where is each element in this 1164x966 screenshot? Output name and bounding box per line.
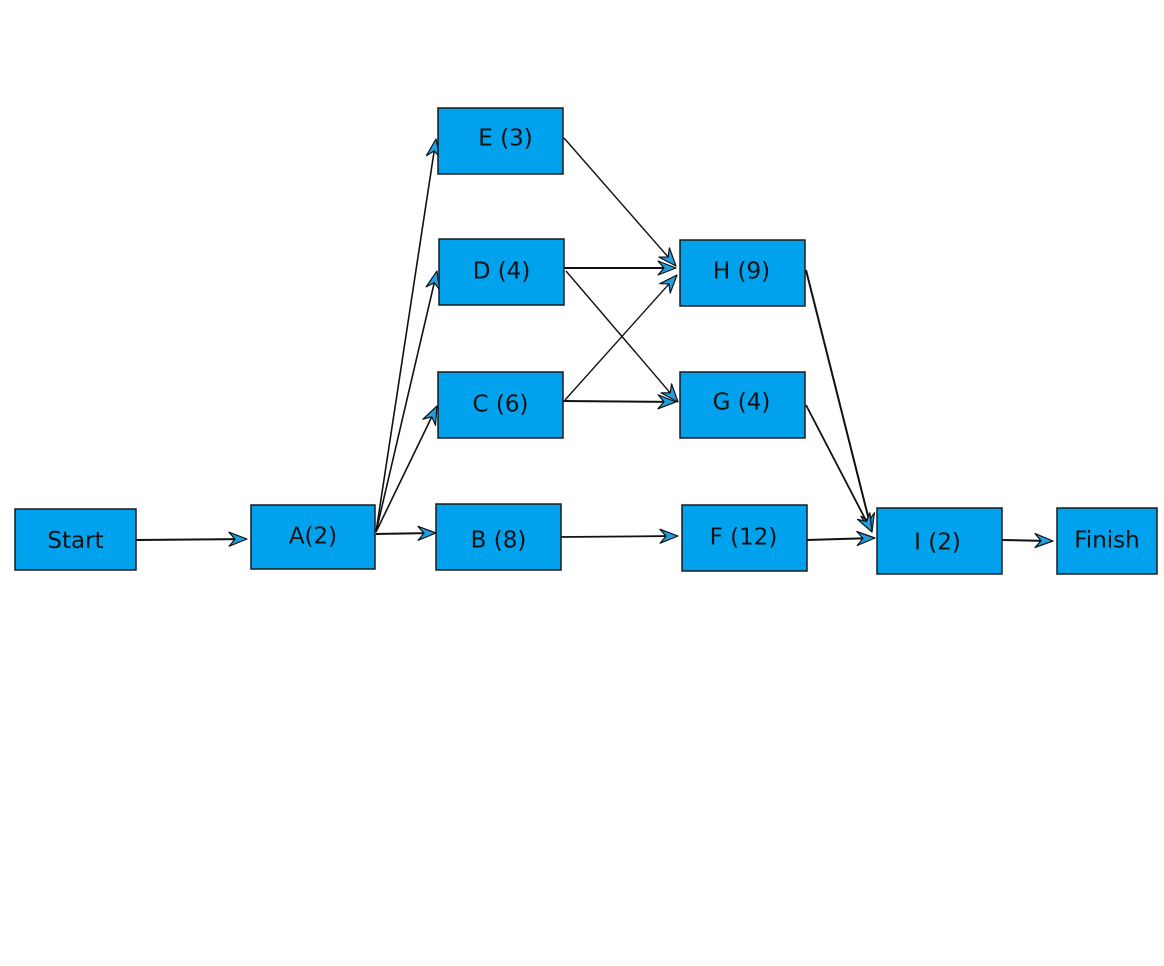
node-finish: Finish bbox=[1056, 507, 1158, 575]
edge-line bbox=[564, 281, 672, 401]
edge-line bbox=[805, 269, 871, 524]
edge-line bbox=[806, 537, 867, 541]
edge-c-h bbox=[564, 274, 678, 401]
node-box bbox=[250, 504, 376, 570]
node-a: A(2) bbox=[250, 504, 376, 570]
edge-a-d bbox=[375, 270, 441, 533]
node-label: F (12) bbox=[710, 525, 778, 551]
edge-line bbox=[560, 535, 670, 538]
edge-c-g bbox=[562, 394, 677, 410]
edge-line bbox=[375, 279, 436, 533]
node-box bbox=[438, 238, 565, 306]
node-label: C (6) bbox=[473, 392, 529, 418]
node-start: Start bbox=[14, 508, 137, 571]
node-c: C (6) bbox=[437, 371, 564, 439]
edge-line bbox=[805, 404, 869, 525]
arrowhead-icon bbox=[659, 274, 678, 294]
node-box bbox=[681, 504, 808, 572]
node-label: Finish bbox=[1074, 528, 1139, 554]
node-b: B (8) bbox=[435, 503, 562, 571]
arrowhead-icon bbox=[660, 383, 679, 403]
edge-h-i bbox=[805, 269, 876, 533]
edge-a-b bbox=[375, 525, 437, 541]
node-g: G (4) bbox=[679, 371, 806, 439]
node-box bbox=[14, 508, 137, 571]
arrowhead-icon bbox=[228, 531, 248, 547]
node-e: E (3) bbox=[437, 107, 564, 175]
node-f: F (12) bbox=[681, 504, 808, 572]
arrowhead-icon bbox=[422, 405, 438, 426]
node-box bbox=[876, 507, 1003, 575]
node-label: E (3) bbox=[478, 126, 532, 152]
arrowhead-icon bbox=[659, 528, 679, 544]
node-d: D (4) bbox=[438, 238, 565, 306]
edge-line bbox=[135, 538, 239, 541]
node-box bbox=[1056, 507, 1158, 575]
node-label: B (8) bbox=[471, 528, 527, 554]
edges-layer bbox=[135, 137, 1054, 549]
node-label: I (2) bbox=[914, 530, 961, 556]
edge-i-finish bbox=[1001, 532, 1054, 549]
edge-line bbox=[562, 400, 668, 403]
node-label: A(2) bbox=[289, 524, 337, 550]
node-label: H (9) bbox=[713, 259, 770, 285]
arrowhead-icon bbox=[1034, 532, 1054, 549]
node-i: I (2) bbox=[876, 507, 1003, 575]
arrowhead-icon bbox=[417, 525, 437, 541]
node-label: G (4) bbox=[713, 390, 771, 416]
edge-line bbox=[375, 147, 436, 533]
node-box bbox=[435, 503, 562, 571]
arrowhead-icon bbox=[658, 247, 677, 267]
arrowhead-icon bbox=[856, 530, 876, 547]
edge-start-a bbox=[135, 531, 248, 547]
edge-line bbox=[375, 532, 428, 535]
arrowhead-icon bbox=[657, 394, 677, 410]
edge-f-i bbox=[806, 530, 876, 547]
node-box bbox=[437, 107, 564, 175]
edge-line bbox=[563, 137, 671, 260]
arrowhead-icon bbox=[657, 260, 677, 276]
node-label: Start bbox=[47, 528, 103, 554]
edge-a-c bbox=[375, 405, 438, 533]
node-h: H (9) bbox=[679, 239, 806, 307]
edge-e-h bbox=[563, 137, 677, 267]
node-label: D (4) bbox=[473, 259, 531, 285]
nodes-layer: Start A(2) E (3) D (4) C (6) B (8) H (9) G (4) F… bbox=[14, 107, 1158, 575]
edge-line bbox=[375, 413, 434, 533]
edge-b-f bbox=[560, 528, 679, 544]
node-box bbox=[679, 239, 806, 307]
edge-line bbox=[1001, 539, 1045, 542]
edge-d-g bbox=[565, 270, 679, 403]
node-box bbox=[437, 371, 564, 439]
edge-a-e bbox=[375, 138, 441, 533]
edge-d-h bbox=[564, 260, 677, 276]
node-box bbox=[679, 371, 806, 439]
edge-line bbox=[565, 270, 673, 396]
edge-g-i bbox=[805, 404, 873, 533]
arrowhead-icon bbox=[856, 512, 873, 533]
